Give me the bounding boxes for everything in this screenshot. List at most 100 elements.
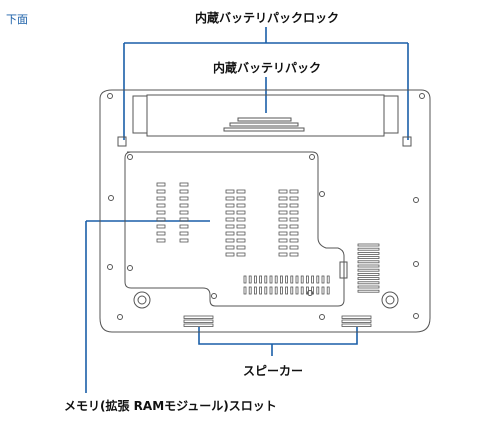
vent-slot	[156, 182, 166, 187]
vent-slot	[295, 275, 299, 284]
vent-slot	[357, 247, 380, 251]
vent-slot	[289, 245, 299, 250]
vent-slot	[278, 252, 288, 257]
speaker-left	[183, 315, 214, 327]
vent-slot	[289, 203, 299, 208]
vent-slot	[278, 224, 288, 229]
vent-slot	[243, 286, 247, 295]
vent-slot	[357, 256, 380, 260]
vent-slot	[278, 238, 288, 243]
side-tab	[339, 261, 348, 279]
vent-slot	[305, 275, 309, 284]
vent-slot	[264, 286, 268, 295]
leader-speaker	[198, 327, 358, 356]
vent-slot	[279, 275, 283, 284]
vent-slot	[290, 275, 294, 284]
vent-slot	[289, 238, 299, 243]
vent-slot	[357, 285, 380, 289]
callout-memory-slot: メモリ(拡張 RAMモジュール)スロット	[64, 399, 277, 413]
vent-slot	[316, 275, 320, 284]
vent-slot	[225, 245, 235, 250]
vent-slot	[248, 275, 252, 284]
vent-slot	[225, 224, 235, 229]
vent-slot	[357, 251, 380, 255]
leader-lines	[85, 27, 409, 393]
vent-slot	[156, 217, 166, 222]
vent-slot	[290, 286, 294, 295]
memory-cover	[124, 151, 345, 307]
vent-slot	[311, 286, 315, 295]
callout-battery-lock: 内蔵バッテリパックロック	[194, 11, 339, 25]
speaker-right	[341, 315, 372, 327]
vent-slot	[289, 252, 299, 257]
vent-slot	[278, 196, 288, 201]
vent-slot	[236, 231, 246, 236]
vent-slot	[225, 210, 235, 215]
vent-slot	[326, 275, 330, 284]
vent-slot	[156, 224, 166, 229]
vent-slot	[357, 260, 380, 264]
vent-slot	[225, 231, 235, 236]
vent-slot	[285, 275, 289, 284]
vent-slot	[278, 203, 288, 208]
vent-slot	[259, 275, 263, 284]
vent-slot	[279, 286, 283, 295]
vent-slot	[156, 203, 166, 208]
vent-slot	[236, 203, 246, 208]
vent-slot	[179, 189, 189, 194]
vent-slot	[321, 286, 325, 295]
vent-slot	[156, 210, 166, 215]
vent-slot	[274, 275, 278, 284]
vent-slot	[259, 286, 263, 295]
vent-slot	[179, 238, 189, 243]
vent-slot	[225, 189, 235, 194]
vent-slot	[289, 196, 299, 201]
vent-slot	[179, 182, 189, 187]
vent-slot	[357, 264, 380, 268]
vent-slot	[300, 286, 304, 295]
vent-slot	[236, 245, 246, 250]
vent-slots	[156, 182, 380, 295]
vent-slot	[289, 231, 299, 236]
view-title: 下面	[6, 13, 28, 26]
battery-side-right	[383, 95, 399, 134]
vent-slot	[156, 196, 166, 201]
callout-battery-pack: 内蔵バッテリパック	[212, 61, 321, 75]
vent-slot	[179, 196, 189, 201]
vent-slot	[326, 286, 330, 295]
vent-slot	[236, 238, 246, 243]
battery-grille	[223, 117, 305, 132]
vent-slot	[289, 224, 299, 229]
vent-slot	[305, 286, 309, 295]
vent-slot	[357, 289, 380, 293]
vent-slot	[225, 238, 235, 243]
vent-slot	[289, 189, 299, 194]
vent-slot	[179, 217, 189, 222]
vent-slot	[316, 286, 320, 295]
leader-memory	[85, 220, 210, 393]
vent-slot	[295, 286, 299, 295]
vent-slot	[156, 238, 166, 243]
vent-slot	[225, 196, 235, 201]
vent-slot	[269, 275, 273, 284]
vent-slot	[243, 275, 247, 284]
vent-slot	[179, 231, 189, 236]
battery-side-left	[132, 95, 148, 134]
vent-slot	[300, 275, 304, 284]
vent-slot	[289, 210, 299, 215]
vent-slot	[278, 189, 288, 194]
callout-speaker: スピーカー	[243, 364, 304, 378]
vent-slot	[156, 231, 166, 236]
vent-slot	[179, 224, 189, 229]
vent-slot	[156, 189, 166, 194]
vent-slot	[289, 217, 299, 222]
vent-slot	[248, 286, 252, 295]
vent-slot	[278, 210, 288, 215]
vent-slot	[274, 286, 278, 295]
vent-slot	[253, 286, 257, 295]
battery-lock-right	[402, 136, 412, 147]
screw-holes	[107, 93, 425, 320]
vent-slot	[236, 196, 246, 201]
vent-slot	[357, 281, 380, 285]
